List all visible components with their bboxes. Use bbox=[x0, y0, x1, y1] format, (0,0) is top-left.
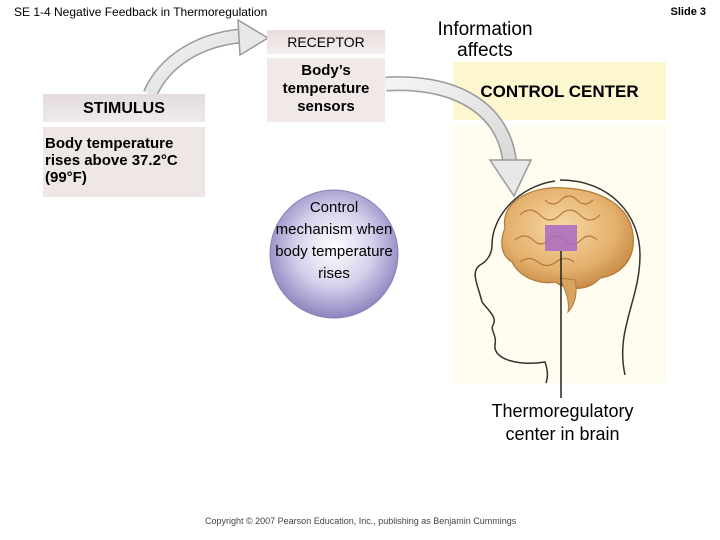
information-affects-label: Information affects bbox=[437, 19, 533, 61]
stimulus-description: Body temperature rises above 37.2°C (99°… bbox=[43, 127, 205, 197]
stimulus-label: STIMULUS bbox=[43, 94, 205, 122]
slide-title: SE 1-4 Negative Feedback in Thermoregula… bbox=[14, 5, 268, 19]
arrow-receptor-to-control-center bbox=[385, 76, 533, 198]
copyright-notice: Copyright © 2007 Pearson Education, Inc.… bbox=[205, 516, 517, 526]
thermoregulatory-center-label: Thermoregulatory center in brain bbox=[491, 401, 634, 444]
arrow-stimulus-to-receptor bbox=[143, 18, 270, 98]
control-mechanism-circle bbox=[269, 189, 399, 319]
receptor-description: Body’s temperature sensors bbox=[267, 58, 385, 122]
thermoregulatory-center-marker bbox=[545, 225, 577, 251]
head-outline-icon bbox=[474, 179, 641, 376]
slide-number: Slide 3 bbox=[670, 6, 706, 18]
control-mechanism-label: Control mechanism when body temperature … bbox=[275, 199, 393, 282]
receptor-label: RECEPTOR bbox=[267, 30, 385, 54]
